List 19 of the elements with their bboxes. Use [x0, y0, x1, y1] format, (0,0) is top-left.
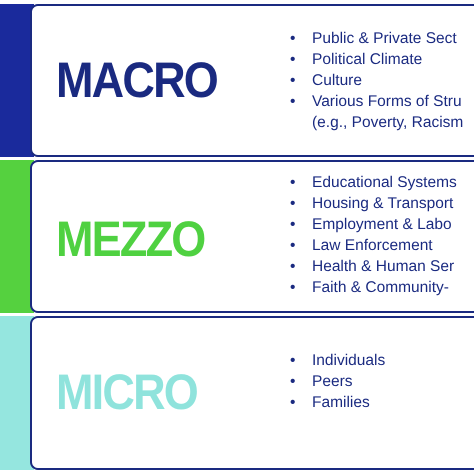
level-heading: MACRO	[56, 51, 217, 109]
bullet-item: • Health & Human Ser	[290, 257, 456, 277]
level-panel	[30, 4, 474, 157]
bullet-item: • Families	[290, 393, 371, 413]
bullet-item: • Culture	[290, 71, 363, 91]
bullet-item: • Law Enforcement	[290, 236, 434, 256]
bullet-item: • Faith & Community-	[290, 278, 450, 298]
bullet-item: • Housing & Transport	[290, 194, 454, 214]
bullet-item: • Educational Systems	[290, 173, 457, 193]
bullet-item: • Political Climate	[290, 50, 424, 70]
bullet-item: • Public & Private Sect	[290, 29, 458, 49]
level-panel	[30, 160, 474, 313]
level-heading: MICRO	[56, 363, 197, 421]
bullet-item: • Various Forms of Stru (e.g., Poverty, Racism	[290, 92, 464, 133]
level-heading: MEZZO	[56, 210, 204, 268]
bullet-item: • Individuals	[290, 351, 386, 371]
level-panel	[30, 316, 474, 470]
bullet-item: • Peers	[290, 372, 354, 392]
bullet-item: • Employment & Labo	[290, 215, 453, 235]
